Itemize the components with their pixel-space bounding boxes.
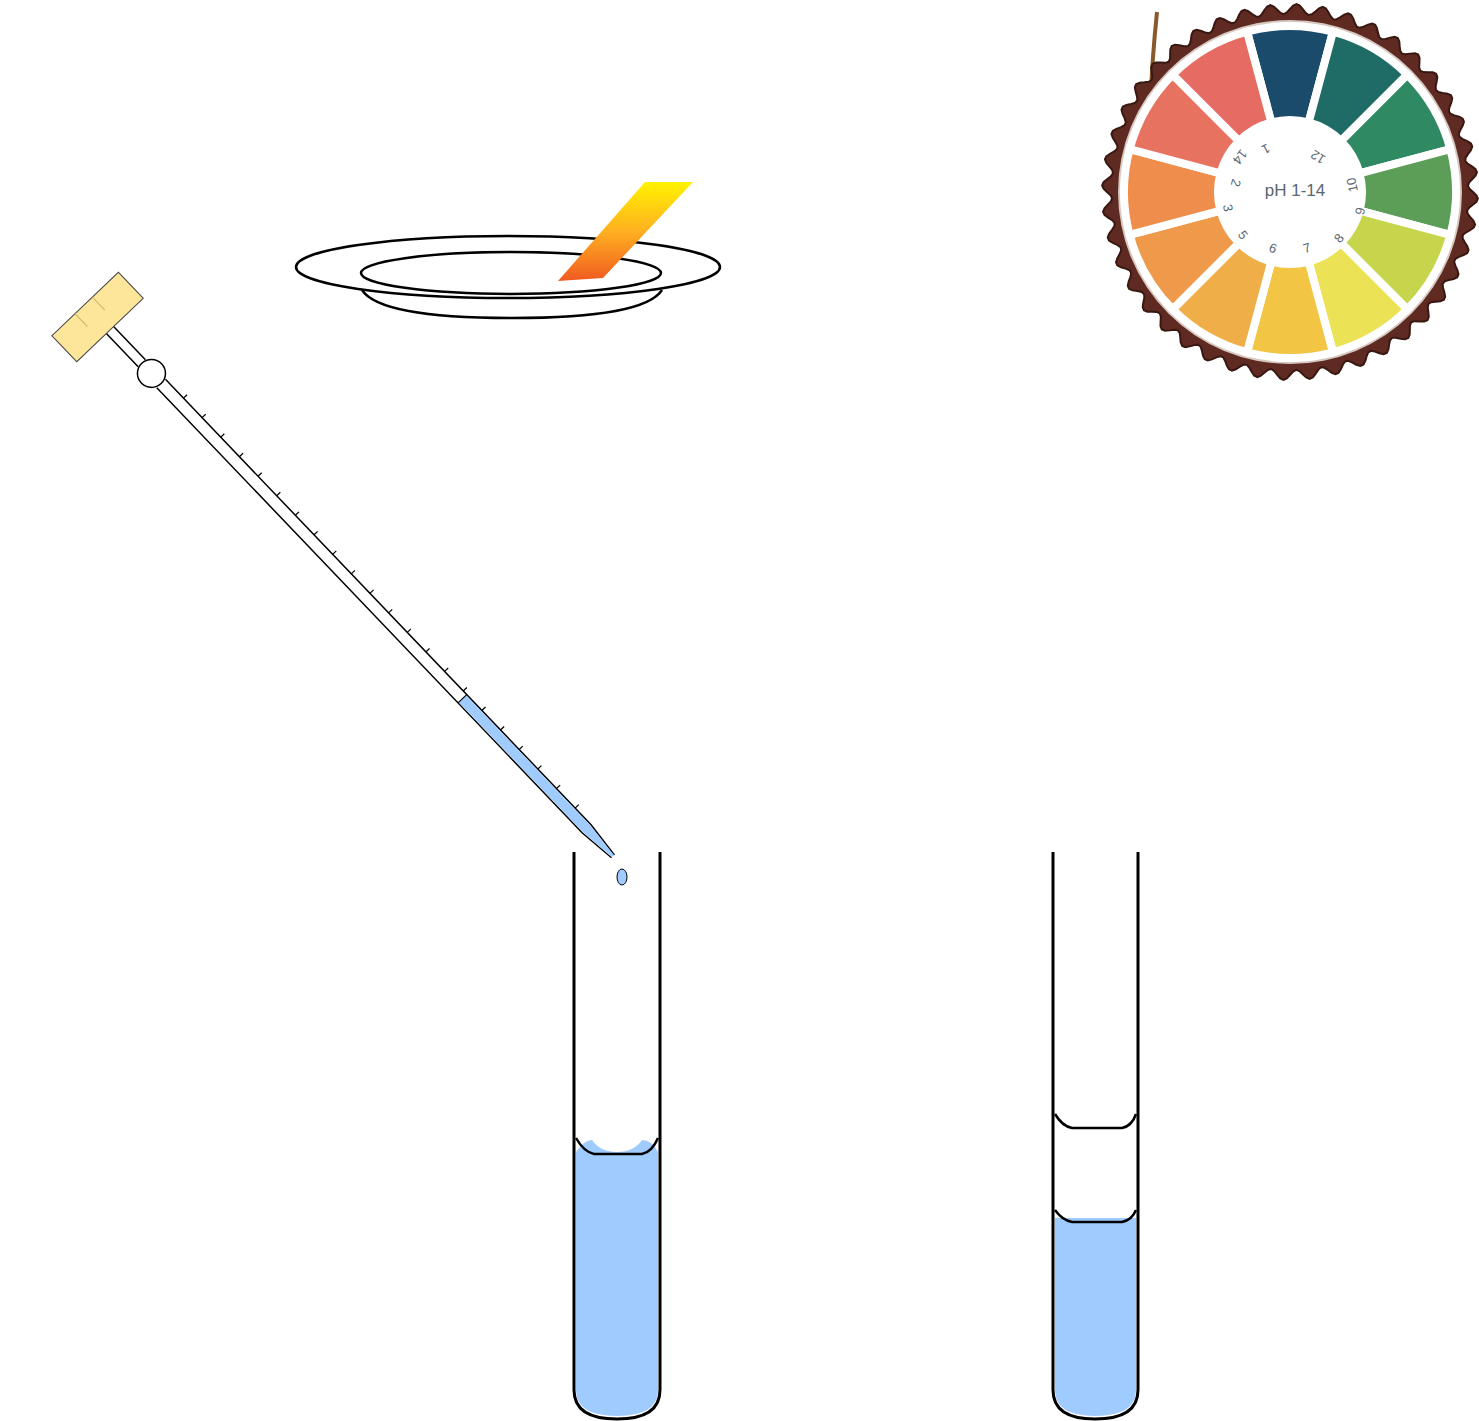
- color-segment: [1173, 32, 1272, 141]
- pipette-cap: [52, 272, 143, 362]
- scale-tick: [407, 629, 411, 632]
- glass-rim: [296, 236, 720, 298]
- ph-paper-strip: [558, 182, 693, 281]
- pipette-tube: [106, 326, 618, 861]
- pipette-bulb: [132, 354, 172, 394]
- scale-tick: [482, 707, 486, 710]
- scale-tick: [351, 570, 355, 573]
- scale-tick: [370, 590, 374, 593]
- scale-title: pH 1-14: [1265, 182, 1325, 199]
- dispenser-rim: [1102, 4, 1478, 380]
- meniscus: [1055, 1210, 1136, 1222]
- tube-wall: [574, 852, 660, 1419]
- scale-tick: [519, 746, 523, 749]
- scale-tick: [389, 609, 393, 612]
- scale-tick: [239, 453, 243, 456]
- tube-liquid: [1055, 1218, 1136, 1416]
- pipette: [52, 272, 646, 888]
- scale-tick: [501, 727, 505, 730]
- wheel-center: [1218, 120, 1362, 264]
- scale-tick: [202, 414, 206, 417]
- tube-liquid: [576, 1140, 658, 1416]
- scale-tick: [557, 785, 561, 788]
- scale-tick: [445, 668, 449, 671]
- scale-tick: [463, 687, 467, 690]
- pipette-meniscus: [458, 695, 467, 703]
- scale-number: 10: [1344, 177, 1360, 194]
- meniscus: [576, 1138, 658, 1154]
- scale-tick: [538, 766, 542, 769]
- drop: [617, 869, 627, 885]
- ph-color-wheel: [1102, 4, 1478, 380]
- test-tube: [1053, 852, 1138, 1419]
- scale-tick: [295, 512, 299, 515]
- tube-wall: [1053, 852, 1138, 1419]
- scale-tick: [221, 434, 225, 437]
- meniscus: [1055, 1114, 1136, 1128]
- dispenser-lid: [1118, 20, 1462, 364]
- scale-tick: [183, 395, 187, 398]
- scale-tick: [575, 805, 579, 808]
- scale-tick: [314, 531, 318, 534]
- scale-tick: [333, 551, 337, 554]
- scale-ticks: [183, 395, 578, 808]
- scale-tick: [258, 473, 262, 476]
- scale-tick: [426, 648, 430, 651]
- cap-detail: [75, 297, 105, 327]
- pipette-liquid: [459, 695, 617, 860]
- watch-glass: [296, 236, 720, 318]
- scale-tick: [277, 492, 281, 495]
- test-tube: [574, 852, 660, 1419]
